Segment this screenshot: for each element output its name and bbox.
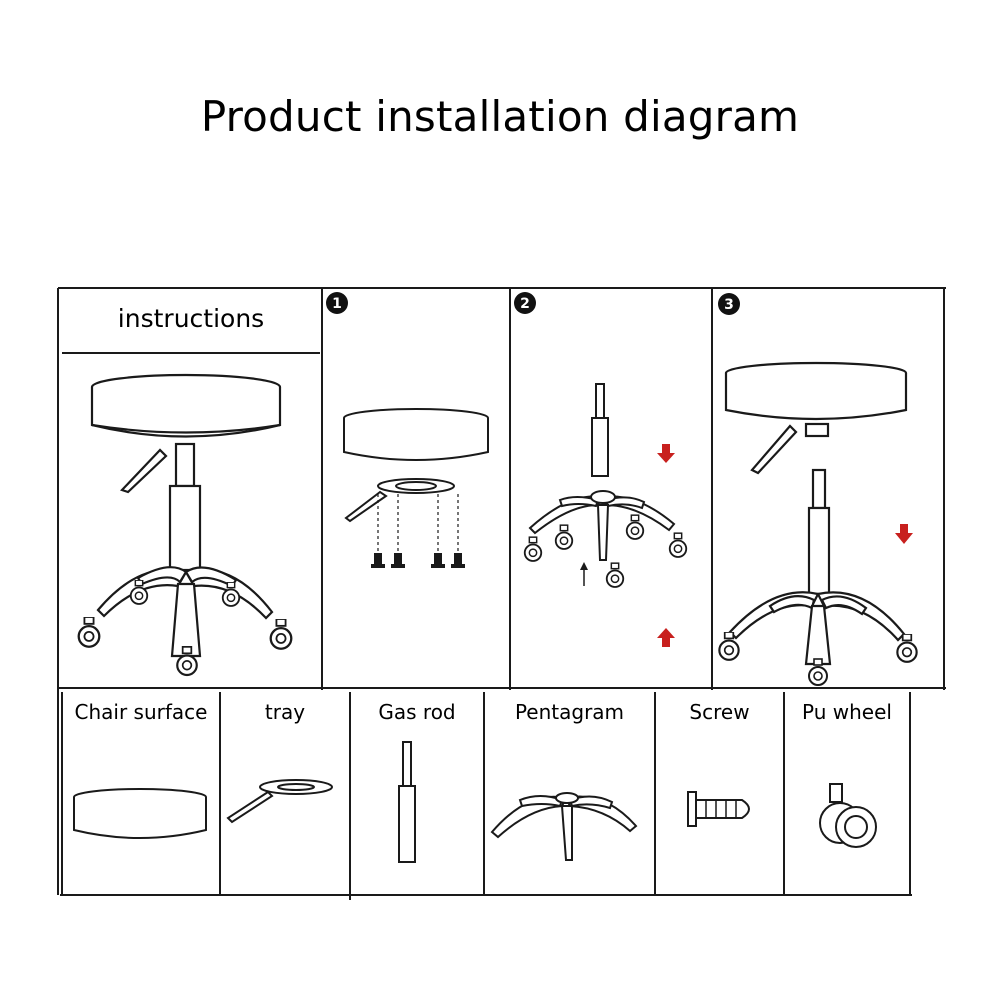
tray-icon (226, 779, 333, 824)
part-label-pu-wheel: Pu wheel (802, 700, 892, 724)
step-2-arrows (657, 444, 675, 647)
step-3-badge: 3 (718, 293, 740, 315)
page-title: Product installation diagram (200, 92, 800, 141)
gas-rod-icon (398, 741, 416, 863)
pu-wheel-icon (819, 783, 877, 848)
step-1-badge: 1 (326, 292, 348, 314)
instructions-label: instructions (117, 304, 265, 333)
chair-surface-icon (73, 788, 207, 839)
frame-lines (57, 287, 946, 900)
part-label-tray: tray (264, 700, 306, 724)
part-label-screw: Screw (689, 700, 750, 724)
svg-text:1: 1 (332, 296, 342, 312)
part-label-pentagram: Pentagram (514, 700, 625, 724)
svg-text:2: 2 (520, 296, 530, 312)
part-label-gas-rod: Gas rod (378, 700, 456, 724)
step-3-drawing (718, 361, 918, 687)
screw-icon (687, 791, 750, 827)
step-3-arrow (895, 524, 913, 544)
pentagram-base-icon (490, 792, 638, 861)
step-1-drawing (343, 408, 489, 568)
step-2-badge: 2 (514, 292, 536, 314)
svg-text:3: 3 (724, 297, 734, 313)
step-2-drawing (523, 383, 688, 588)
part-label-chair-surface: Chair surface (74, 700, 208, 724)
assembled-stool-drawing (77, 373, 293, 677)
screws-set (371, 553, 465, 568)
